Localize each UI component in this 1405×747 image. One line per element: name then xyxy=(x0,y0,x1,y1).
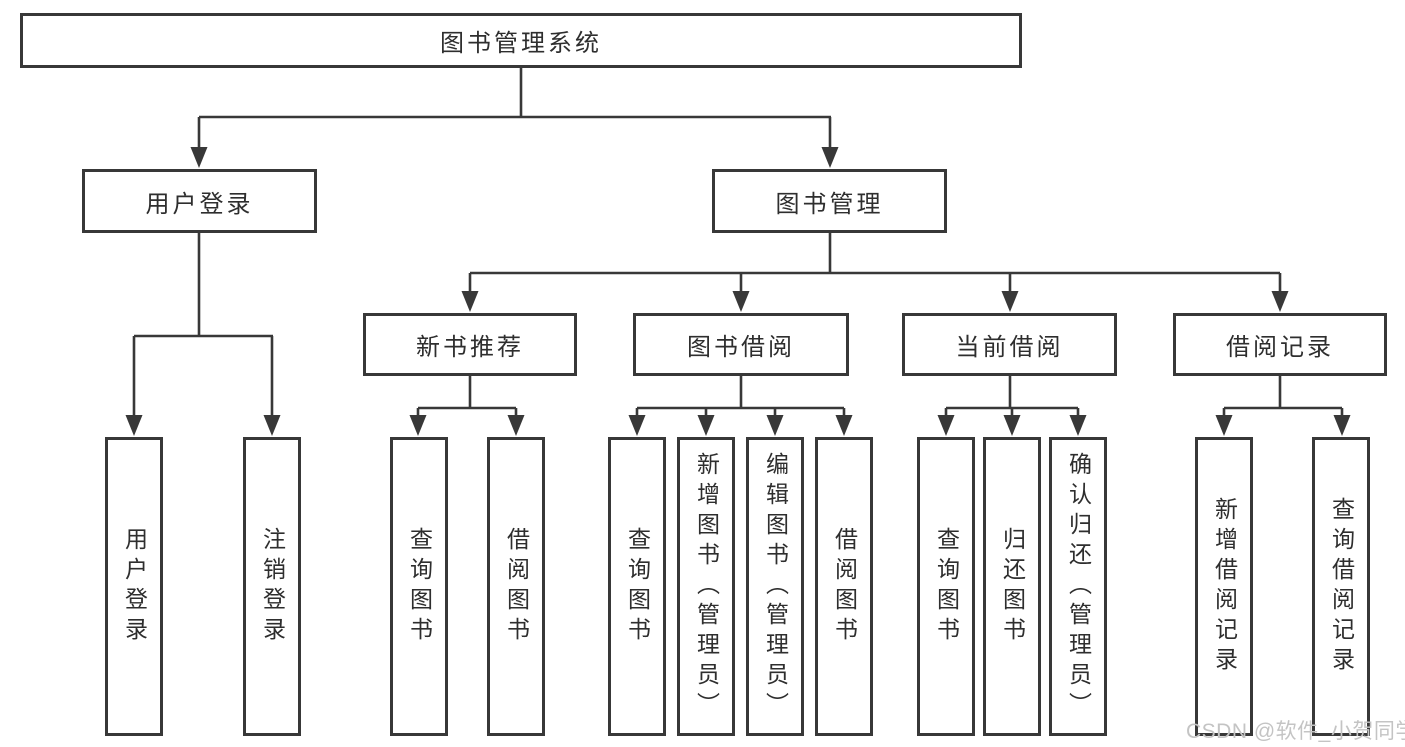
leaf-query-borrow-record: 查询借阅记录 xyxy=(1312,437,1370,736)
leaf-user-login: 用户登录 xyxy=(105,437,163,736)
leaf-logout: 注销登录 xyxy=(243,437,301,736)
node-borrow-record: 借阅记录 xyxy=(1173,313,1387,376)
leaf-query-books-current: 查询图书 xyxy=(917,437,975,736)
leaf-query-books-borrow: 查询图书 xyxy=(608,437,666,736)
leaf-borrow-books: 借阅图书 xyxy=(815,437,873,736)
node-user-login: 用户登录 xyxy=(82,169,317,233)
leaf-edit-book-admin: 编辑图书（管理员） xyxy=(746,437,804,736)
leaf-add-borrow-record: 新增借阅记录 xyxy=(1195,437,1253,736)
node-new-book-recommend: 新书推荐 xyxy=(363,313,577,376)
node-book-management: 图书管理 xyxy=(712,169,947,233)
leaf-borrow-books-recommend: 借阅图书 xyxy=(487,437,545,736)
leaf-return-book: 归还图书 xyxy=(983,437,1041,736)
leaf-confirm-return-admin: 确认归还（管理员） xyxy=(1049,437,1107,736)
leaf-query-books-recommend: 查询图书 xyxy=(390,437,448,736)
node-root-system: 图书管理系统 xyxy=(20,13,1022,68)
leaf-add-book-admin: 新增图书（管理员） xyxy=(677,437,735,736)
node-book-borrow: 图书借阅 xyxy=(633,313,849,376)
node-current-borrow: 当前借阅 xyxy=(902,313,1117,376)
csdn-watermark: CSDN @软件_小贺同学 xyxy=(1186,720,1405,743)
arrowheads xyxy=(125,147,1351,436)
